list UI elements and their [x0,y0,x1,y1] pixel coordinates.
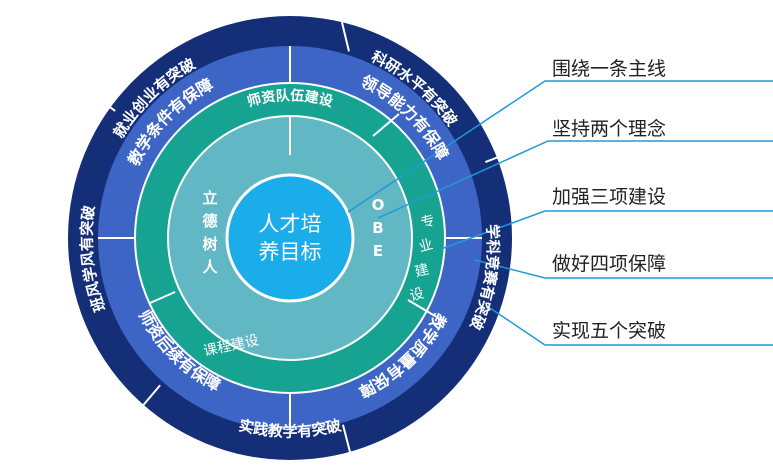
inner-right-char: B [372,219,383,237]
center-label-line1: 人才培 [259,212,322,236]
inner-left-char: 德 [202,212,217,230]
second-right-char: 专 [419,213,437,232]
second-right-char: 设 [408,286,426,305]
center-circle [225,173,355,303]
center-label-line2: 养目标 [259,240,322,264]
legend-item-5: 实现五个突破 [552,320,666,342]
inner-left-char: 立 [202,189,217,207]
inner-left-char: 人 [202,258,218,276]
second-label-top: 师资队伍建设 [245,87,335,111]
second-right-char: 建 [413,262,431,281]
ring-dividers [149,113,436,317]
inner-left-char: 树 [202,235,217,253]
inner-right-char: O [372,196,385,214]
legend-item-1: 围绕一条主线 [552,58,666,80]
legend: 围绕一条主线 坚持两个理念 加强三项建设 做好四项保障 实现五个突破 [552,58,666,342]
inner-right-char: E [373,242,383,260]
second-right-char: 业 [417,237,435,256]
inner-label-right: O B E [372,196,385,260]
inner-label-left: 立 德 树 人 [202,189,218,276]
legend-item-2: 坚持两个理念 [552,117,666,140]
legend-item-4: 做好四项保障 [552,253,666,275]
second-label-right: 专 业 建 设 [408,213,437,305]
legend-connectors [347,80,773,346]
legend-item-3: 加强三项建设 [552,186,666,208]
